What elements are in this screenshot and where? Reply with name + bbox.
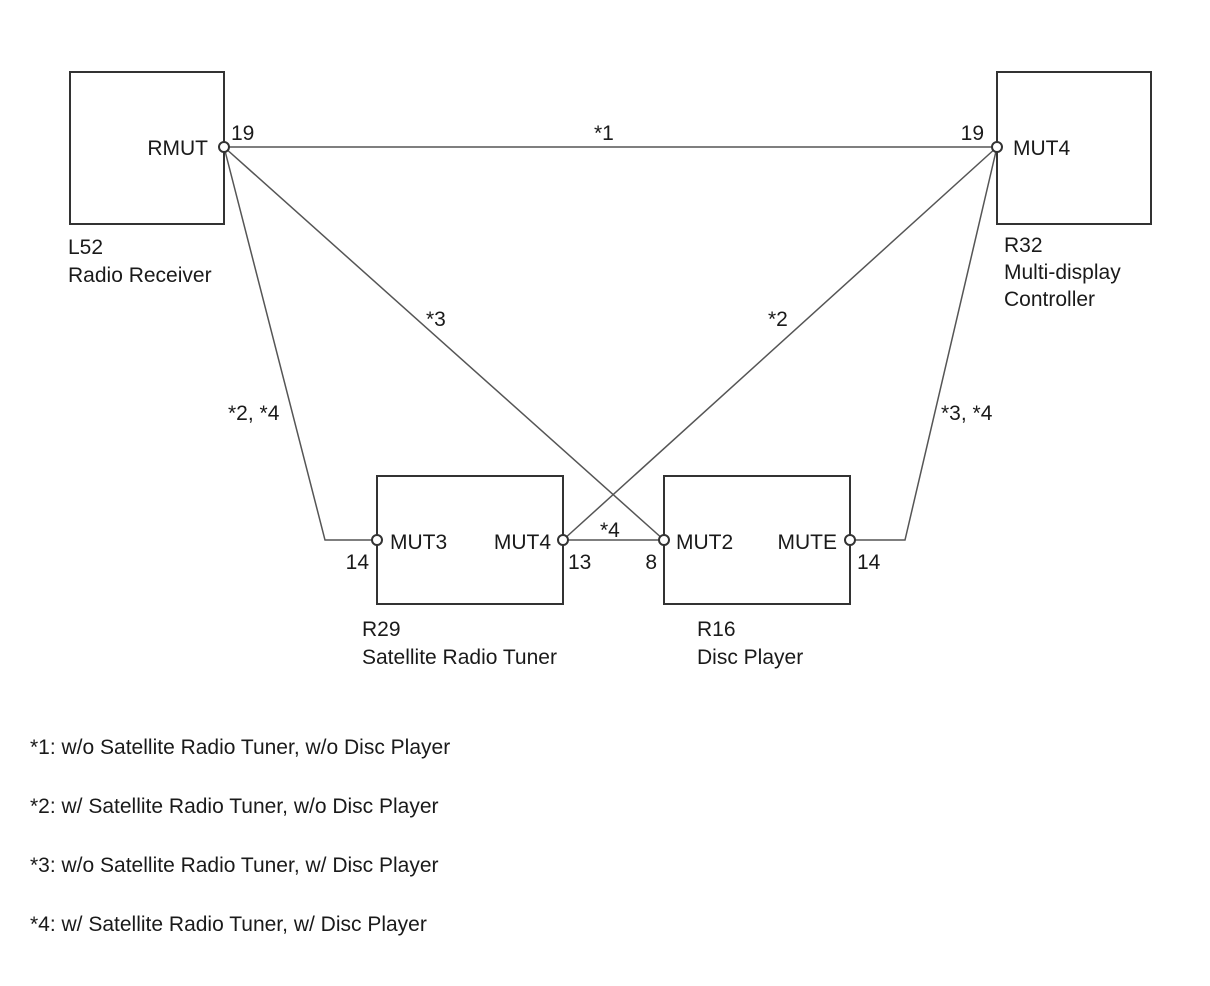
radio-receiver-box [69,71,225,225]
rmut-terminal-label: RMUT [147,137,208,160]
mut4-terminal-label: MUT4 [1013,137,1070,160]
sat-mut4-pin-label: 13 [568,551,591,574]
rmut-pin-label: 19 [231,122,254,145]
wire-mut4-to-sat-mut4 [562,146,998,541]
wire-label-diag-left: *3 [426,308,446,331]
disc-player-name: Disc Player [697,646,803,669]
radio-receiver-id: L52 [68,236,103,259]
mut3-terminal-label: MUT3 [390,531,447,554]
disc-player-id: R16 [697,618,736,641]
mut4-pin-label: 19 [961,122,984,145]
multi-display-box [996,71,1152,225]
mut3-terminal [371,534,383,546]
wire-label-bottom: *4 [600,519,620,542]
sat-tuner-box [376,475,564,605]
notes-list: *1: w/o Satellite Radio Tuner, w/o Disc … [30,735,450,971]
mut4-terminal [991,141,1003,153]
wire-rmut-to-mut2 [223,146,665,541]
wire-label-top: *1 [594,122,614,145]
radio-receiver-name: Radio Receiver [68,264,212,287]
mut2-terminal [658,534,670,546]
sat-mut4-terminal [557,534,569,546]
multi-display-id: R32 [1004,234,1043,257]
sat-mut4-terminal-label: MUT4 [494,531,551,554]
mut2-pin-label: 8 [645,551,657,574]
wiring-diagram: RMUT 19 L52 Radio Receiver MUT4 19 R32 M… [68,71,1152,669]
rmut-terminal [218,141,230,153]
mute-pin-label: 14 [857,551,881,574]
wire-label-left-side: *2, *4 [228,402,280,425]
wires [223,146,998,541]
wire-label-right-side: *3, *4 [941,402,993,425]
multi-display-name-line2: Controller [1004,288,1095,311]
multi-display-name-line1: Multi-display [1004,261,1121,284]
note-1: *1: w/o Satellite Radio Tuner, w/o Disc … [30,736,451,759]
note-3: *3: w/o Satellite Radio Tuner, w/ Disc P… [30,854,439,877]
mut2-terminal-label: MUT2 [676,531,733,554]
note-4: *4: w/ Satellite Radio Tuner, w/ Disc Pl… [30,913,427,936]
sat-tuner-id: R29 [362,618,401,641]
wire-rmut-to-mut3 [223,146,377,541]
wire-mut4-to-mute [850,146,998,541]
mute-terminal-label: MUTE [778,531,838,554]
mute-terminal [844,534,856,546]
mut3-pin-label: 14 [346,551,370,574]
wire-label-diag-right: *2 [768,308,788,331]
sat-tuner-name: Satellite Radio Tuner [362,646,557,669]
note-2: *2: w/ Satellite Radio Tuner, w/o Disc P… [30,795,439,818]
